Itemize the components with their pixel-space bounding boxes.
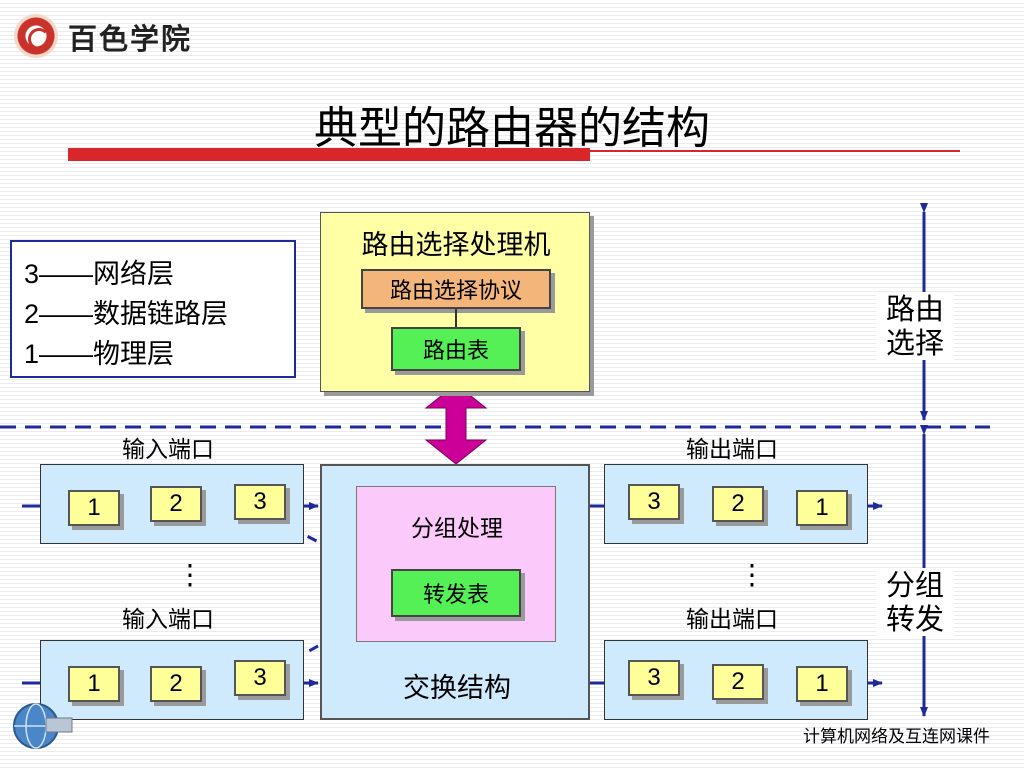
input-queue-cell: 3 — [234, 484, 286, 520]
routing-side-label: 路由 选择 — [876, 292, 954, 360]
routing-table-label: 路由表 — [422, 339, 489, 364]
globe-icon — [13, 703, 73, 749]
college-logo: 百色学院 — [14, 12, 194, 58]
title-underline-line — [590, 150, 960, 152]
legend-line: 3——网络层 — [24, 259, 175, 289]
switch-fabric-label: 交换结构 — [403, 673, 511, 704]
slide-title: 典型的路由器的结构 — [314, 103, 710, 154]
forwarding-table-label: 转发表 — [422, 583, 489, 608]
packet-processing-box: 分组处理 转发表 — [356, 486, 556, 642]
switch-fabric: 分组处理 转发表 交换结构 — [320, 464, 590, 720]
input-port-label: 输入端口 — [122, 437, 214, 463]
legend-line: 1——物理层 — [24, 339, 175, 369]
input-queue-cell: 1 — [68, 490, 120, 526]
output-queue-cell: 2 — [712, 486, 764, 522]
output-queue-cell: 3 — [628, 660, 680, 696]
college-seal-icon — [14, 14, 58, 58]
ellipsis: ⋮ — [176, 558, 204, 591]
input-queue-cell: 2 — [150, 486, 202, 522]
processor-fabric-double-arrow — [424, 383, 488, 465]
output-queue-cell: 3 — [628, 484, 680, 520]
layer-legend: 3——网络层 2——数据链路层 1——物理层 — [10, 240, 296, 378]
routing-processor-label: 路由选择处理机 — [361, 230, 551, 261]
output-queue-cell: 1 — [796, 490, 848, 526]
output-port-label: 输出端口 — [686, 437, 778, 463]
ellipsis: ⋮ — [738, 558, 766, 591]
footer-caption: 计算机网络及互连网课件 — [803, 727, 990, 747]
forwarding-table-box: 转发表 — [391, 569, 521, 617]
forwarding-side-label: 分组 转发 — [876, 568, 954, 636]
packet-processing-label: 分组处理 — [411, 516, 503, 542]
output-queue-cell: 2 — [712, 664, 764, 700]
college-logo-text: 百色学院 — [68, 22, 193, 56]
input-port-label: 输入端口 — [122, 607, 214, 633]
output-queue-cell: 1 — [796, 666, 848, 702]
title-underline-bar — [68, 148, 590, 161]
legend-line: 2——数据链路层 — [24, 299, 229, 329]
protocol-table-connector — [455, 309, 457, 327]
routing-protocol-box: 路由选择协议 — [361, 269, 551, 309]
output-port-label: 输出端口 — [686, 607, 778, 633]
routing-table-box: 路由表 — [391, 327, 521, 371]
routing-processor: 路由选择处理机 路由选择协议 路由表 — [320, 212, 590, 392]
input-queue-cell: 2 — [150, 666, 202, 702]
routing-protocol-label: 路由选择协议 — [389, 279, 522, 304]
input-queue-cell: 3 — [234, 660, 286, 696]
input-queue-cell: 1 — [68, 666, 120, 702]
